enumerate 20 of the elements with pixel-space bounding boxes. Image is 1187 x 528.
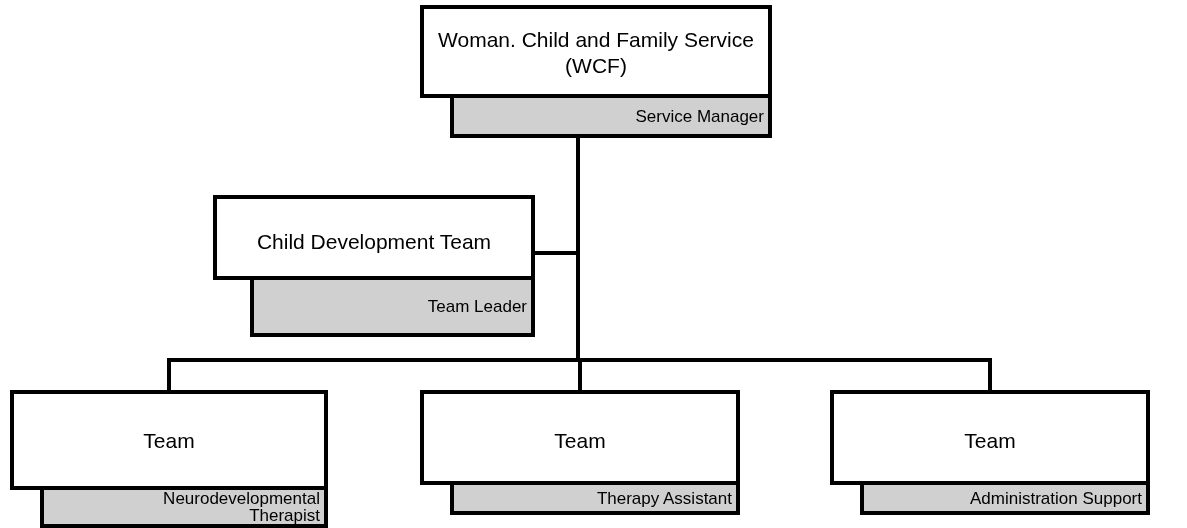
unit-box [830, 390, 1150, 485]
role-title: Team Leader [427, 298, 527, 315]
role-box [250, 280, 535, 337]
role-title: Neurodevelopmental Therapist [162, 490, 320, 524]
unit-name: Team [553, 428, 607, 454]
unit-box [420, 390, 740, 485]
unit-name: Woman. Child and Family Service (WCF) [437, 27, 755, 79]
unit-name: Team [142, 428, 196, 454]
role-box [40, 490, 328, 528]
role-box [450, 485, 740, 515]
role-box [450, 98, 772, 138]
unit-name: Team [963, 428, 1017, 454]
role-title: Therapy Assistant [596, 489, 732, 507]
unit-box [420, 5, 772, 98]
unit-box [213, 195, 535, 280]
role-title: Administration Support [970, 489, 1142, 507]
unit-name: Child Development Team [255, 229, 493, 255]
role-title: Service Manager [635, 107, 764, 125]
unit-box [10, 390, 328, 490]
role-box [860, 485, 1150, 515]
